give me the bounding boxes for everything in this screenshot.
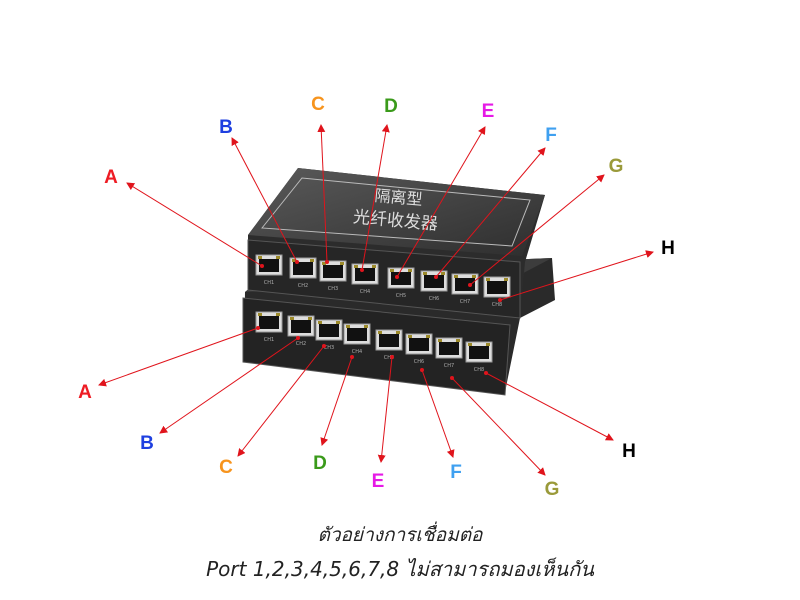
arrow-dot (395, 275, 399, 279)
top-label-f: F (545, 125, 557, 146)
caption-note: Port 1,2,3,4,5,6,7,8 ไม่สามารถมองเห็นกัน (206, 557, 594, 581)
arrow-dot (484, 371, 488, 375)
arrow-dot (296, 336, 300, 340)
bottom-port-1: CH1 (255, 311, 283, 343)
top-arrow-e (396, 126, 486, 278)
top-arrow-h (499, 250, 654, 301)
device-logo-line1: 隔离型 (374, 186, 423, 209)
arrow-dot (295, 260, 299, 264)
port-label: CH8 (492, 302, 502, 308)
arrow-dot (420, 368, 424, 372)
port-label: CH6 (414, 359, 424, 365)
top-arrow-b (231, 137, 298, 263)
top-label-h: H (661, 238, 675, 259)
arrow-dot (350, 355, 354, 359)
port-label: CH5 (384, 355, 394, 361)
top-port-8: CH8 (483, 276, 511, 308)
arrows (98, 124, 654, 476)
port-label: CH4 (360, 289, 370, 295)
port-labels: A B C D E F G H A B C D E F G H (78, 94, 675, 500)
bottom-label-d: D (313, 453, 327, 474)
bottom-label-f: F (450, 462, 462, 483)
port-label: CH6 (429, 296, 439, 302)
top-arrow-a (126, 182, 263, 267)
port-label: CH3 (324, 345, 334, 351)
bottom-port-3: CH3 (315, 319, 343, 351)
bottom-arrow-h (485, 372, 614, 441)
arrow-dot (360, 268, 364, 272)
top-port-4: CH4 (351, 263, 379, 295)
top-arrow-g (469, 174, 605, 286)
bottom-port-2: CH2 (287, 315, 315, 347)
port-label: CH8 (474, 367, 484, 373)
port-label: CH7 (460, 299, 470, 305)
top-arrow-f (435, 147, 546, 278)
arrow-dot (390, 355, 394, 359)
bottom-label-g: G (545, 479, 560, 500)
bottom-port-5: CH5 (375, 329, 403, 361)
arrow-dot (468, 283, 472, 287)
top-label-b: B (219, 117, 233, 138)
top-port-5: CH5 (387, 267, 415, 299)
bottom-port-6: CH6 (405, 333, 433, 365)
top-label-g: G (609, 156, 624, 177)
bottom-port-8: CH8 (465, 341, 493, 373)
bottom-label-a: A (78, 382, 92, 403)
top-label-e: E (482, 101, 495, 122)
bottom-port-4: CH4 (343, 323, 371, 355)
top-port-6: CH6 (420, 270, 448, 302)
port-label: CH2 (296, 341, 306, 347)
bottom-arrow-f (421, 369, 455, 458)
bottom-arrow-e (377, 356, 393, 463)
arrow-dot (450, 376, 454, 380)
bottom-arrow-d (320, 356, 353, 446)
bottom-port-7: CH7 (435, 337, 463, 369)
top-arrow-c (317, 124, 328, 263)
bottom-label-h: H (622, 441, 636, 462)
arrow-dot (498, 298, 502, 302)
top-port-7: CH7 (451, 273, 479, 305)
port-label: CH1 (264, 280, 274, 286)
bottom-arrow-a (98, 327, 259, 387)
top-port-2: CH2 (289, 257, 317, 289)
top-label-a: A (104, 167, 118, 188)
top-port-3: CH3 (319, 260, 347, 292)
top-arrow-d (361, 124, 390, 271)
arrow-dot (434, 275, 438, 279)
top-label-c: C (311, 94, 325, 115)
caption-title: ตัวอย่างการเชื่อมต่อ (317, 524, 483, 546)
port-label: CH2 (298, 283, 308, 289)
arrow-dot (256, 326, 260, 330)
arrow-dot (325, 260, 329, 264)
port-label: CH5 (396, 293, 406, 299)
arrow-dot (260, 264, 264, 268)
port-label: CH7 (444, 363, 454, 369)
bottom-arrow-b (159, 337, 299, 434)
top-port-1: CH1 (255, 254, 283, 286)
arrow-dot (322, 344, 326, 348)
bottom-label-b: B (140, 433, 154, 454)
port-label: CH4 (352, 349, 362, 355)
bottom-label-e: E (372, 471, 385, 492)
bottom-arrow-g (451, 377, 546, 476)
bottom-arrow-c (237, 345, 325, 457)
port-label: CH3 (328, 286, 338, 292)
top-label-d: D (384, 96, 398, 117)
port-label: CH1 (264, 337, 274, 343)
bottom-label-c: C (219, 457, 233, 478)
